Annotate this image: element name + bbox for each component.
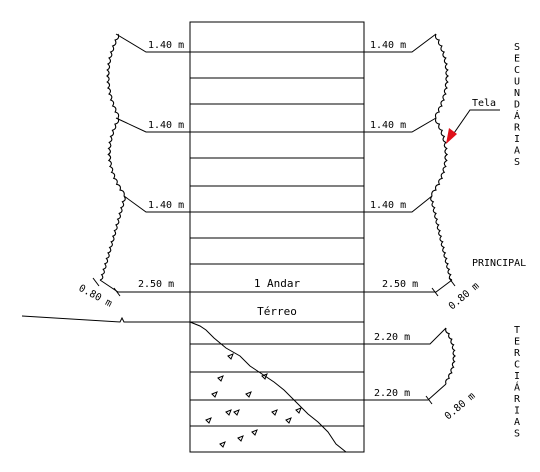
vertical-letter: S [514,429,520,440]
principal-label: PRINCIPAL [472,258,526,269]
right-secondary-net [430,33,453,281]
dim-right-250: 2.50 m [382,279,418,290]
soil-hatch [205,353,302,448]
dim-left-250: 2.50 m [138,279,174,290]
dim-ticks [92,277,456,405]
soil-mark [237,435,244,442]
soil-mark [261,373,268,380]
dim-right-080: 0.80 m [447,281,482,313]
ground-profile [21,315,190,323]
soil-mark [245,391,252,398]
tela-leader [451,109,500,137]
dim-tert-080: 0.80 m [443,391,478,423]
vertical-letter: I [514,406,520,417]
support-arms [99,33,453,401]
floor-label-andar: 1 Andar [254,277,301,290]
dim-left-2: 1.40 m [148,120,184,131]
tela-label: Tela [472,98,496,109]
vertical-letter: E [514,337,520,348]
dim-left-080: 0.80 m [77,283,114,310]
vertical-letter: T [514,325,520,336]
soil-mark [217,375,224,382]
dim-tert-2: 2.20 m [374,388,410,399]
vertical-letter: R [514,394,521,405]
building-outline [189,21,365,453]
vertical-letter: R [514,348,521,359]
net-arc [434,33,449,119]
vertical-letter: A [514,146,520,157]
floor-label-terreo: Térreo [257,305,297,318]
soil-mark [205,417,212,424]
dim-left-3: 1.40 m [148,200,184,211]
vertical-letter: C [514,65,520,76]
vertical-letter: R [514,123,521,134]
soil-mark [285,417,292,424]
terrain-slope [189,321,347,453]
net-arc [99,195,126,281]
vertical-letter: U [514,77,520,88]
soil-mark [219,441,226,448]
vertical-letter: C [514,360,520,371]
right-tertiary-net [445,327,456,385]
soil-mark [271,409,278,416]
soil-mark [251,429,258,436]
net-arc [431,117,449,197]
net-arc [430,195,453,281]
dim-tert-1: 2.20 m [374,332,410,343]
net-arc [107,117,125,197]
vertical-letter: I [514,134,520,145]
vertical-letter: Á [514,381,520,394]
net-arc [445,327,456,385]
dim-right-3: 1.40 m [370,200,406,211]
vertical-letter: N [514,88,520,99]
dim-left-1: 1.40 m [148,40,184,51]
soil-mark [225,409,232,416]
tela-arrowhead [446,128,457,144]
dim-right-1: 1.40 m [370,40,406,51]
soil-mark [227,353,234,360]
soil-mark [233,409,240,416]
vertical-letter: S [514,42,520,53]
net-arc [106,33,120,119]
soil-mark [211,391,218,398]
vertical-letter: Á [514,109,520,122]
vertical-letter: S [514,157,520,168]
vertical-letter: I [514,371,520,382]
left-secondary-net [99,33,126,281]
dim-right-2: 1.40 m [370,120,406,131]
vertical-letter: E [514,54,520,65]
floor-lines [190,51,364,427]
vertical-letter: A [514,417,520,428]
vertical-letter: D [514,100,520,111]
soil-mark [295,407,302,414]
